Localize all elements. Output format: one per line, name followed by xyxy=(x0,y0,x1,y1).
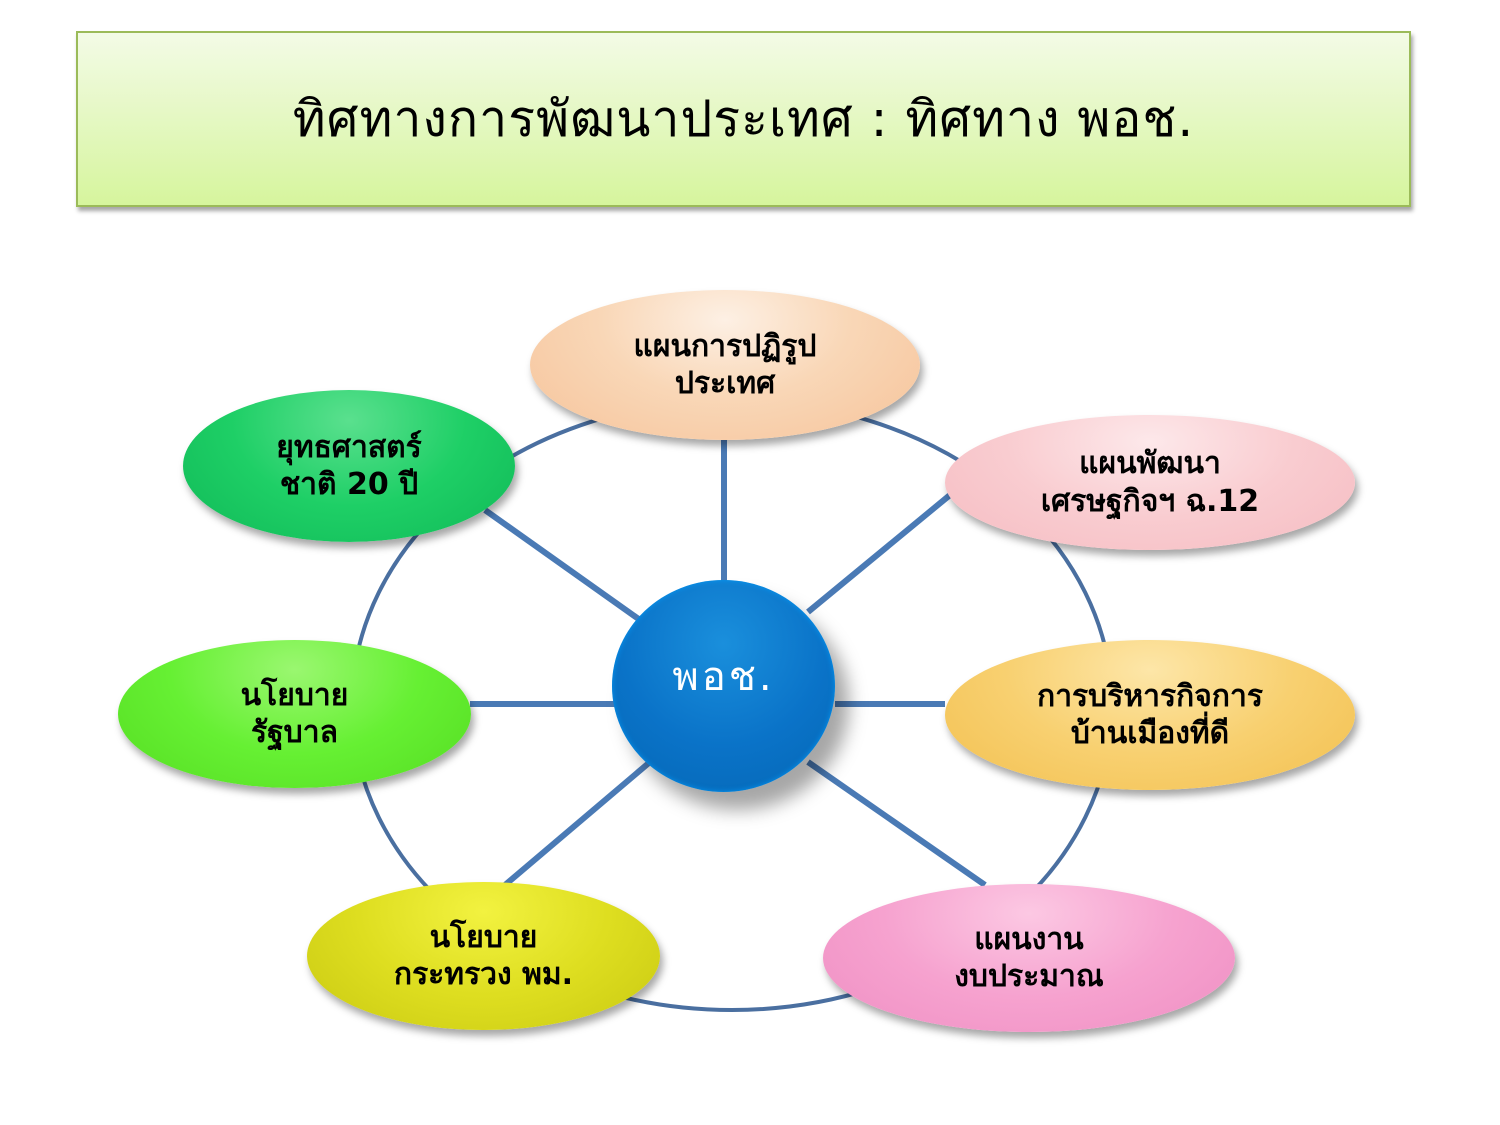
node-label-line2: เศรษฐกิจฯ ฉ.12 xyxy=(1040,483,1260,519)
node-label-line1: แผนพัฒนา xyxy=(1079,446,1221,481)
node-economic-plan: แผนพัฒนา เศรษฐกิจฯ ฉ.12 xyxy=(945,415,1355,550)
page-title: ทิศทางการพัฒนาประเทศ : ทิศทาง พอช. xyxy=(292,89,1195,148)
node-label-line2: ประเทศ xyxy=(674,366,776,401)
center-label: พอช. xyxy=(672,654,775,700)
title-banner: ทิศทางการพัฒนาประเทศ : ทิศทาง พอช. xyxy=(76,31,1411,207)
node-label-line1: แผนการปฏิรูป xyxy=(633,328,817,364)
node-label-line2: รัฐบาล xyxy=(251,715,338,750)
node-label-line1: แผนงาน xyxy=(974,921,1084,957)
node-national-strategy: ยุทธศาสตร์ ชาติ 20 ปี xyxy=(183,390,515,542)
node-label-line2: กระทรวง พม. xyxy=(393,957,574,992)
node-government-policy: นโยบาย รัฐบาล xyxy=(118,640,471,788)
node-good-governance: การบริหารกิจการ บ้านเมืองที่ดี xyxy=(945,640,1355,790)
node-label-line1: การบริหารกิจการ xyxy=(1037,678,1263,714)
spokes xyxy=(470,440,987,888)
node-label-line2: ชาติ 20 ปี xyxy=(279,467,419,502)
node-label-line1: นโยบาย xyxy=(240,677,349,713)
node-label-line2: งบประมาณ xyxy=(954,959,1104,994)
center-node-podc: พอช. xyxy=(612,580,835,792)
node-label-line1: นโยบาย xyxy=(429,919,538,955)
node-label-line2: บ้านเมืองที่ดี xyxy=(1070,716,1230,751)
node-ministry-policy: นโยบาย กระทรวง พม. xyxy=(307,882,660,1030)
node-budget-plan: แผนงาน งบประมาณ xyxy=(823,884,1235,1032)
node-reform-plan: แผนการปฏิรูป ประเทศ xyxy=(530,290,920,440)
node-label-line1: ยุทธศาสตร์ xyxy=(276,429,422,465)
